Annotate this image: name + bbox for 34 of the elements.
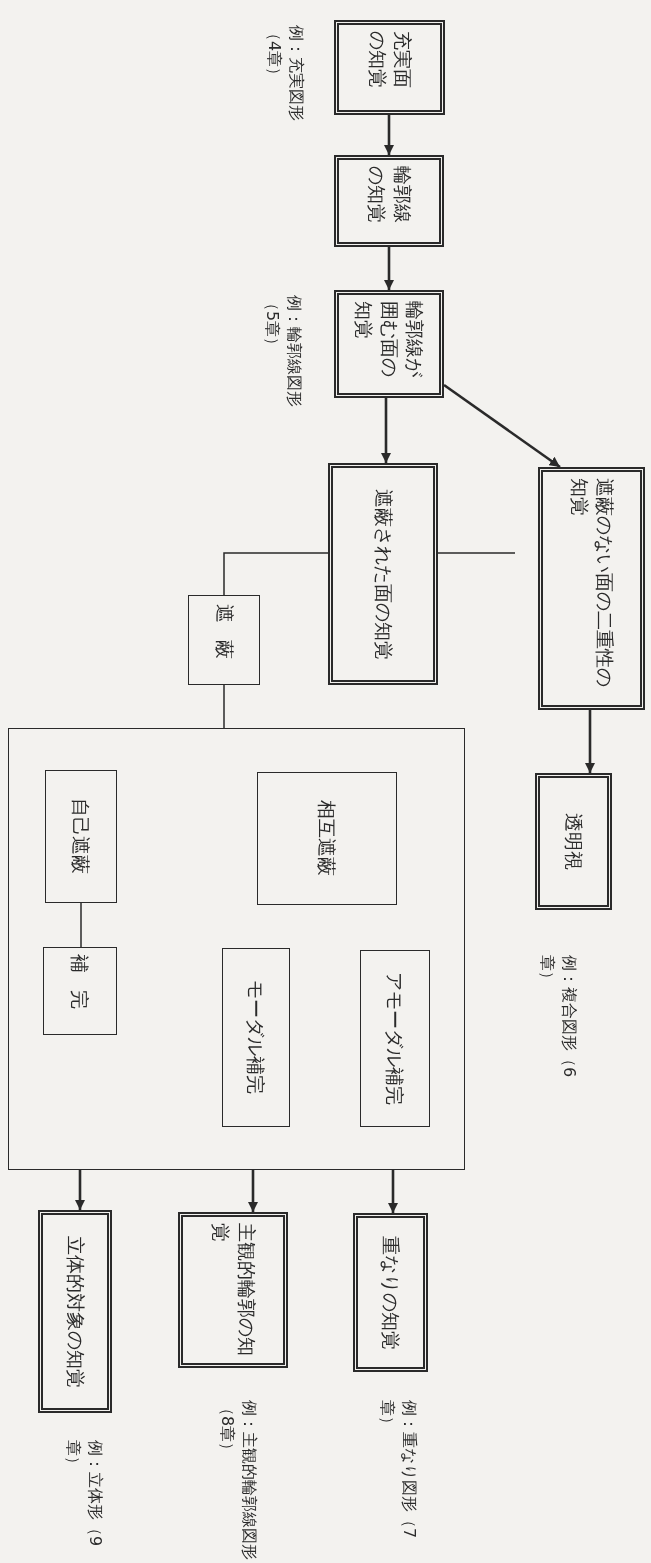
example-caption: 例：重なり図形（7章） [376,1400,420,1541]
arrow [74,1170,86,1210]
example-caption: 例：主観的輪郭線図形（8章） [216,1400,260,1562]
process-box: 遮蔽された面の知覚 [328,463,438,685]
process-box: 輪郭線の知覚 [334,155,444,247]
arrow [387,1170,399,1213]
process-box: 透明視 [535,773,612,910]
process-box: 遮蔽 [188,595,260,685]
arrow [247,1170,259,1212]
connector-line [437,552,516,554]
process-box: 充実面の知覚 [334,20,445,115]
process-box: 相互遮蔽 [256,771,397,905]
process-box: 遮蔽のない面の二重性の知覚 [538,467,645,710]
process-box: 重なりの知覚 [353,1213,428,1372]
example-caption: 例：複合図形（6章） [536,955,580,1080]
arrow [584,710,596,773]
example-caption: 例：充実図形（4章） [263,25,307,123]
process-box: 主観的輪郭の知覚 [178,1212,288,1368]
connector-line [223,684,225,729]
process-box: 立体的対象の知覚 [38,1210,112,1413]
arrow [443,383,561,469]
connector-line [80,902,82,948]
arrow [383,115,395,155]
example-caption: 例：輪郭線図形（5章） [261,295,305,409]
group-box [8,728,465,1170]
process-box: 輪郭線が囲む面の知覚 [334,290,444,398]
process-box: 自己遮蔽 [44,769,117,903]
example-caption: 例：立体形（9章） [62,1440,106,1549]
process-box: アモーダル補完 [359,949,430,1127]
process-box: モーダル補完 [221,947,290,1127]
connector-line [223,552,329,596]
process-box: 補完 [42,946,117,1035]
arrow [383,247,395,290]
arrow [380,398,392,463]
